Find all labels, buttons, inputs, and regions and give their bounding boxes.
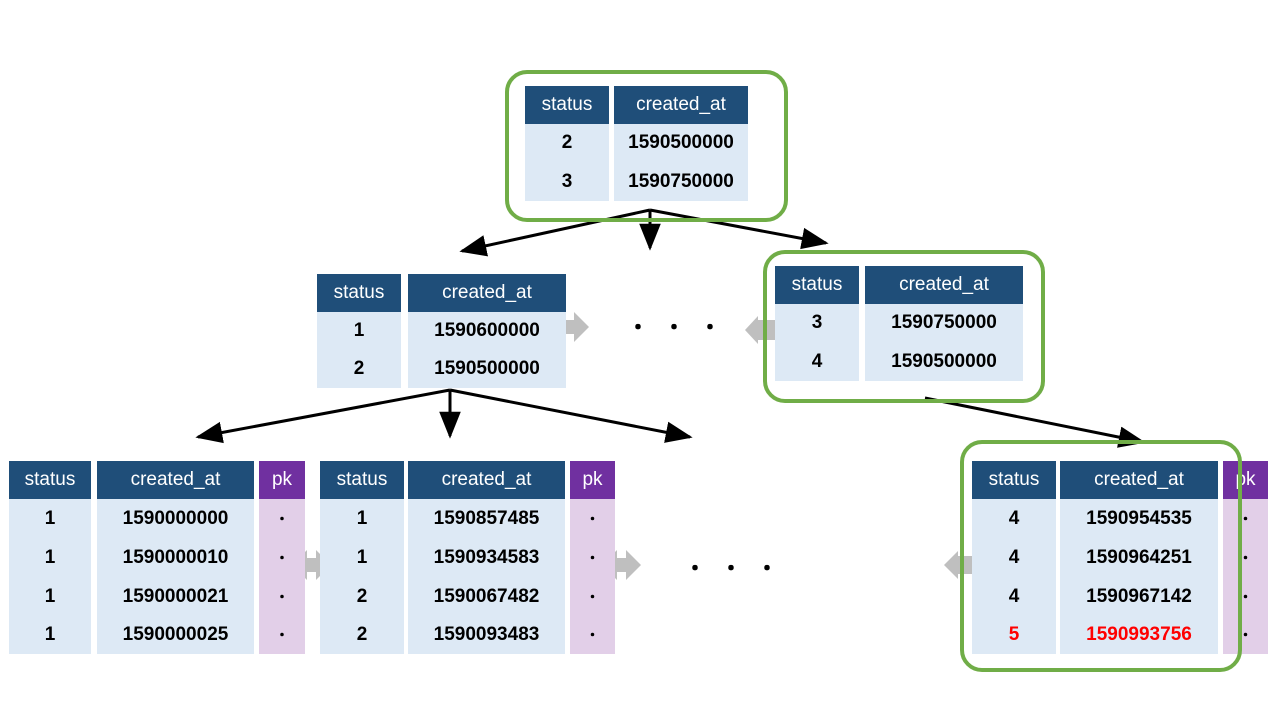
status-cell: 4 [972,538,1056,577]
status-cell: 1 [9,577,91,616]
status-cell: 2 [525,124,609,162]
tree-arrow [459,208,651,257]
pk-header: pk [259,461,305,499]
created-at-header: created_at [97,461,254,499]
highlight-box-leaf-3 [960,440,1242,672]
status-cell: 4 [972,499,1056,538]
pk-cell: ・ [1223,499,1268,538]
status-cell-highlighted: 5 [972,616,1056,654]
pk-cell: ・ [1223,577,1268,616]
status-cell: 3 [525,162,609,201]
created-at-cell: 1590750000 [614,162,748,201]
status-cell: 2 [317,350,401,388]
pk-cell: ・ [259,499,305,538]
created-at-cell: 1590000021 [97,577,254,616]
status-header: status [775,266,859,304]
status-cell: 1 [9,538,91,577]
created-at-cell: 1590500000 [408,350,566,388]
created-at-cell: 1590954535 [1060,499,1218,538]
created-at-header: created_at [614,86,748,124]
created-at-header: created_at [865,266,1023,304]
pk-cell: ・ [259,577,305,616]
created-at-cell: 1590964251 [1060,538,1218,577]
tree-arrow [924,396,1146,448]
created-at-cell: 1590934583 [408,538,565,577]
pk-cell: ・ [570,616,615,654]
status-cell: 2 [320,616,404,654]
pk-cell: ・ [570,538,615,577]
created-at-cell: 1590500000 [614,124,748,162]
status-cell: 1 [9,499,91,538]
created-at-cell: 1590093483 [408,616,565,654]
status-header: status [320,461,404,499]
status-cell: 1 [320,538,404,577]
created-at-cell: 1590000010 [97,538,254,577]
tree-arrow [649,208,829,250]
status-cell: 1 [9,616,91,654]
created-at-cell: 1590000025 [97,616,254,654]
pk-cell: ・ [570,499,615,538]
pk-cell: ・ [1223,616,1268,654]
status-header: status [9,461,91,499]
created-at-cell: 1590500000 [865,342,1023,381]
status-cell: 1 [317,312,401,350]
created-at-cell: 1590750000 [865,304,1023,342]
status-header: status [972,461,1056,499]
created-at-cell: 1590600000 [408,312,566,350]
tree-arrow [195,388,451,444]
ellipsis-mid: ・・・ [627,315,736,340]
created-at-cell: 1590067482 [408,577,565,616]
status-header: status [525,86,609,124]
created-at-cell: 1590000000 [97,499,254,538]
created-at-cell: 1590967142 [1060,577,1218,616]
status-cell: 1 [320,499,404,538]
ellipsis-leaf: ・・・ [684,556,793,581]
status-cell: 3 [775,304,859,342]
created-at-header: created_at [1060,461,1218,499]
status-cell: 4 [775,342,859,381]
created-at-header: created_at [408,274,566,312]
highlight-box-root [505,70,788,222]
status-header: status [317,274,401,312]
pk-cell: ・ [259,616,305,654]
pk-cell: ・ [570,577,615,616]
created-at-cell-highlighted: 1590993756 [1060,616,1218,654]
created-at-header: created_at [408,461,565,499]
highlight-box-branch-right [763,250,1045,403]
pk-header: pk [570,461,615,499]
status-cell: 4 [972,577,1056,616]
created-at-cell: 1590857485 [408,499,565,538]
tree-arrow [449,388,693,443]
pk-cell: ・ [259,538,305,577]
status-cell: 2 [320,577,404,616]
pk-cell: ・ [1223,538,1268,577]
